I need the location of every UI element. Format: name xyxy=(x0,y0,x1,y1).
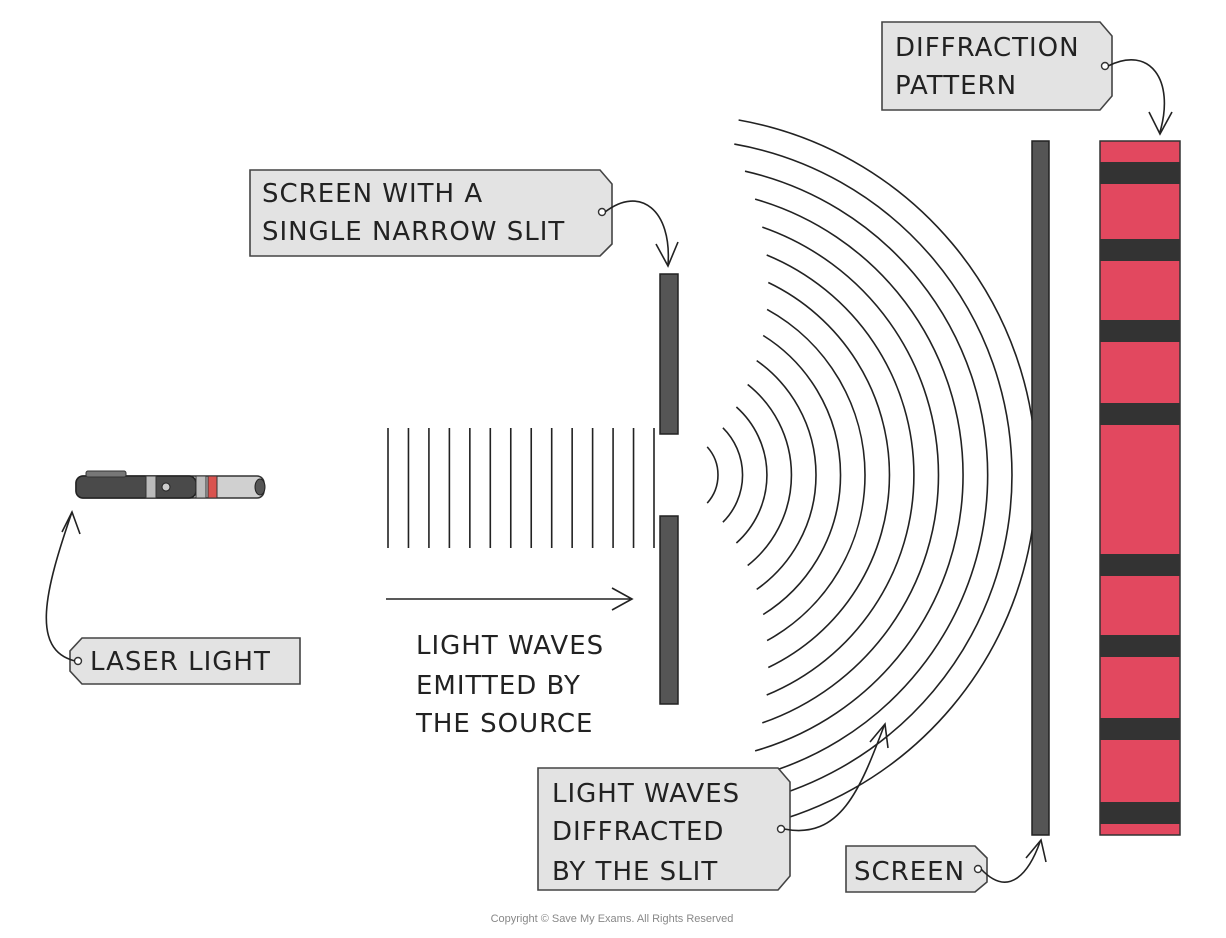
dark-fringe xyxy=(1100,718,1180,740)
diffraction-pattern-label-line-2: PATTERN xyxy=(895,71,1017,101)
diffracted-label-arrowhead xyxy=(869,722,889,749)
emitted-label-line-2: EMITTED BY xyxy=(416,671,581,701)
laser-label-arrowhead xyxy=(61,509,81,535)
emitted-label-line-1: LIGHT WAVES xyxy=(416,631,604,661)
diffracted-wavefront-arc xyxy=(762,226,940,724)
diffracted-wavefront-arc xyxy=(722,427,744,523)
diffracted-wavefront-arc xyxy=(747,383,793,567)
screen-label-arrow xyxy=(980,841,1041,883)
diffracted-tag: LIGHT WAVES DIFFRACTED BY THE SLIT xyxy=(537,767,791,891)
dark-fringe xyxy=(1100,802,1180,824)
plane-wavefronts xyxy=(387,428,655,548)
single-slit-tag: SCREEN WITH A SINGLE NARROW SLIT xyxy=(249,169,613,257)
copyright-text: Copyright © Save My Exams. All Rights Re… xyxy=(491,913,734,925)
laser-light-tag: LASER LIGHT xyxy=(69,637,301,685)
laser-pointer-icon xyxy=(75,470,266,499)
single-slit-label-line-2: SINGLE NARROW SLIT xyxy=(262,217,565,247)
slit-barrier-top xyxy=(659,273,679,435)
pattern-label-arrowhead xyxy=(1148,111,1173,136)
screen-label: SCREEN xyxy=(854,857,965,887)
diffraction-pattern-tag: DIFFRACTION PATTERN xyxy=(881,21,1113,111)
diffracted-wavefront-arc xyxy=(767,281,891,669)
diffracted-wavefront-arc xyxy=(735,406,768,544)
dark-fringe xyxy=(1100,635,1180,657)
screen-tag: SCREEN xyxy=(845,845,988,893)
slit-label-arrow xyxy=(604,200,670,266)
slit-label-arrowhead xyxy=(655,241,679,268)
laser-light-label: LASER LIGHT xyxy=(90,647,271,677)
laser-label-arrow xyxy=(45,511,76,662)
pattern-label-arrow xyxy=(1107,59,1166,133)
diffracted-label-line-2: DIFFRACTED xyxy=(552,817,724,847)
diffracted-wavefront-arc xyxy=(766,254,915,696)
diffraction-pattern-strip xyxy=(1099,140,1181,836)
screen-label-arrowhead xyxy=(1025,838,1047,863)
dark-fringe xyxy=(1100,403,1180,425)
diffracted-wavefront-arc xyxy=(734,143,1013,807)
dark-fringe xyxy=(1100,239,1180,261)
slit-barrier-bottom xyxy=(659,515,679,705)
emitted-label-line-3: THE SOURCE xyxy=(415,709,593,739)
dark-fringe xyxy=(1100,554,1180,576)
dark-fringe xyxy=(1100,320,1180,342)
diffracted-label-arrow xyxy=(783,725,885,832)
diffracted-wavefront-arc xyxy=(756,359,817,591)
dark-fringe xyxy=(1100,162,1180,184)
single-slit-label-line-1: SCREEN WITH A xyxy=(262,179,483,209)
diffracted-wavefront-arc xyxy=(744,170,989,780)
diffracted-wavefronts xyxy=(706,119,1038,831)
diffracted-wavefront-arc xyxy=(766,308,866,642)
screen-bar xyxy=(1031,140,1050,836)
diffracted-wavefront-arc xyxy=(754,198,964,752)
diffracted-wavefront-arc xyxy=(738,119,1038,831)
diffraction-pattern-label-line-1: DIFFRACTION xyxy=(895,33,1080,63)
propagation-arrowhead xyxy=(611,587,634,611)
diffracted-label-line-3: BY THE SLIT xyxy=(552,857,718,887)
diffracted-wavefront-arc xyxy=(706,446,719,504)
diffracted-wavefront-arc xyxy=(762,334,842,616)
diffracted-label-line-1: LIGHT WAVES xyxy=(552,779,740,809)
